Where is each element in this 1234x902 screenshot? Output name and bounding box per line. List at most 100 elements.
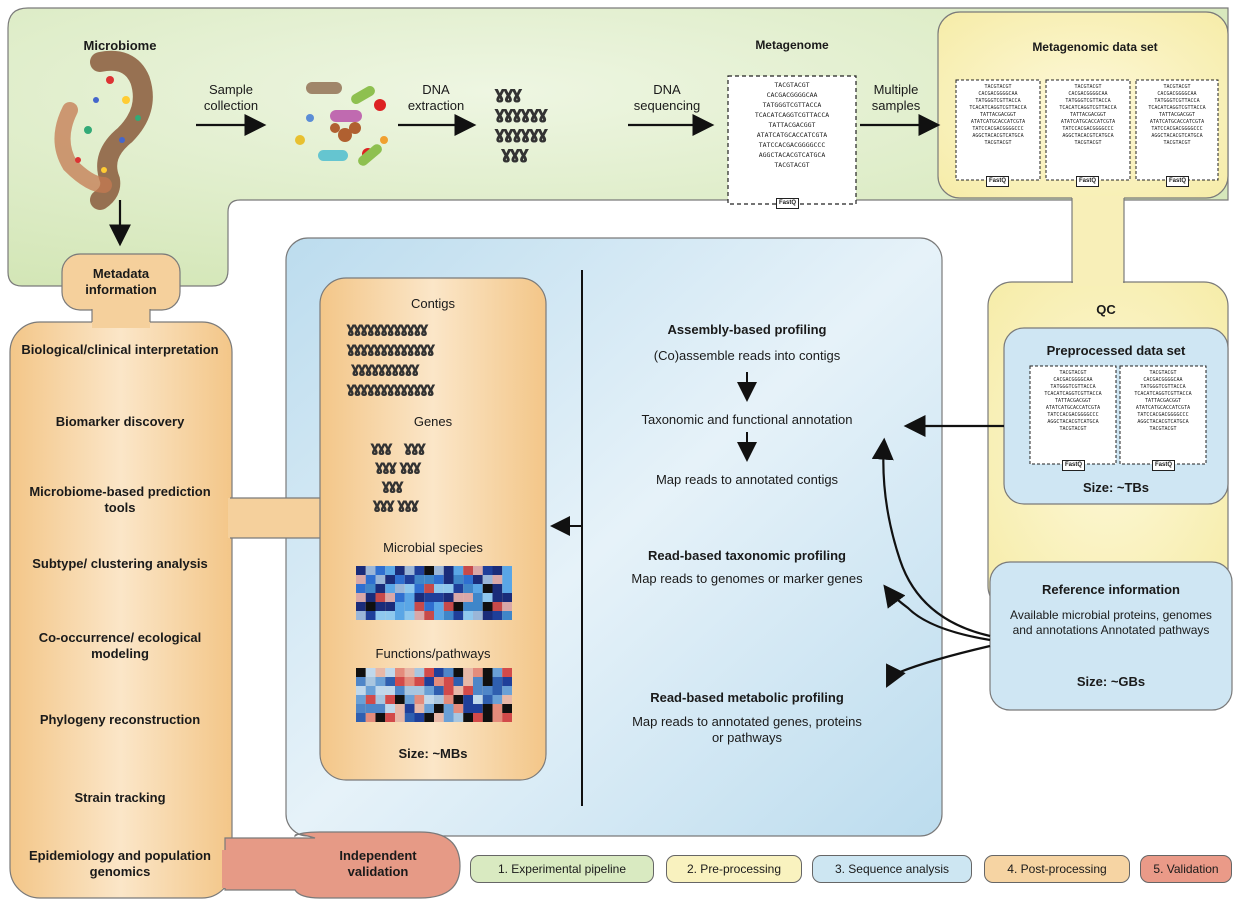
heatmap-cell xyxy=(395,668,405,677)
heatmap-cell xyxy=(414,575,425,584)
heatmap-cell xyxy=(404,575,415,584)
heatmap-cell xyxy=(385,602,395,611)
heatmap-cell xyxy=(434,566,444,575)
heatmap-cell xyxy=(356,602,366,611)
heatmap-cell xyxy=(404,566,415,575)
experimental-region xyxy=(7,7,1229,287)
heatmap-cell xyxy=(385,686,395,695)
read-line: AGGCTACACGTCATGCA xyxy=(972,133,1024,139)
heatmap-cell xyxy=(434,602,444,611)
heatmap-cell xyxy=(414,677,425,686)
qc-label: QC xyxy=(1096,302,1116,317)
heatmap-cell xyxy=(424,668,434,677)
read-line: ATATCATGCACCATCGTA xyxy=(1045,405,1101,411)
heatmap-cell xyxy=(434,593,444,602)
heatmap-cell xyxy=(434,686,444,695)
multiple-samples-label: Multiple samples xyxy=(871,82,921,114)
read-line: TACGTACGT xyxy=(984,84,1012,90)
heatmap-cell xyxy=(443,575,454,584)
heatmap-cell xyxy=(473,611,483,620)
heatmap-cell xyxy=(365,695,376,704)
heatmap-cell xyxy=(492,566,503,575)
heatmap-cell xyxy=(453,677,464,686)
heatmap-cell xyxy=(453,566,464,575)
heatmap-cell xyxy=(453,695,464,704)
species-heatmap xyxy=(356,566,512,620)
heatmap-cell xyxy=(482,668,493,677)
heatmap-cell xyxy=(463,713,473,722)
read-line: TCACATCAGGTCGTTACCA xyxy=(1044,391,1102,397)
heatmap-cell xyxy=(424,704,434,713)
read-line: TACGTACGT xyxy=(984,140,1012,146)
heatmap-cell xyxy=(365,677,376,686)
read-line: ATATCATGCACCATCGTA xyxy=(1135,405,1191,411)
heatmap-cell xyxy=(365,602,376,611)
heatmap-cell xyxy=(365,704,376,713)
reference-desc: Available microbial proteins, genomes an… xyxy=(1010,608,1212,637)
heatmap-cell xyxy=(473,602,483,611)
left-item-2: Biomarker discovery xyxy=(55,414,185,429)
heatmap-cell xyxy=(404,668,415,677)
read-line: TACGTACGT xyxy=(1074,140,1102,146)
read-line: TATGGGTCGTTACCA xyxy=(1154,98,1200,104)
heatmap-cell xyxy=(404,713,415,722)
heatmap-cell xyxy=(356,575,366,584)
genes-label: Genes xyxy=(413,414,453,429)
metabolic-title: Read-based metabolic profiling xyxy=(650,690,844,705)
heatmap-cell xyxy=(375,677,386,686)
read-line: TATGGGTCGTTACCA xyxy=(975,98,1021,104)
heatmap-cell xyxy=(434,695,444,704)
heatmap-cell xyxy=(385,713,395,722)
heatmap-cell xyxy=(492,695,503,704)
heatmap-cell xyxy=(385,566,395,575)
heatmap-cell xyxy=(375,575,386,584)
heatmap-cell xyxy=(443,602,454,611)
heatmap-cell xyxy=(492,686,503,695)
read-line: TATCCACGACGGGGCCC xyxy=(1062,126,1114,132)
gut-illustration xyxy=(54,50,153,210)
heatmap-cell xyxy=(404,584,415,593)
heatmap-cell xyxy=(356,611,366,620)
heatmap-cell xyxy=(375,611,386,620)
legend-preprocessing: 2. Pre-processing xyxy=(666,855,802,883)
heatmap-cell xyxy=(482,704,493,713)
heatmap-cell xyxy=(404,686,415,695)
microbial-species-label: Microbial species xyxy=(383,540,483,555)
heatmap-cell xyxy=(434,575,444,584)
preprocessed-data-set-label: Preprocessed data set xyxy=(1046,343,1186,358)
heatmap-cell xyxy=(482,602,493,611)
heatmap-cell xyxy=(414,602,425,611)
heatmap-cell xyxy=(453,602,464,611)
assembly-step1: (Co)assemble reads into contigs xyxy=(653,348,841,363)
read-line: AGGCTACACGTCATGCA xyxy=(1062,133,1114,139)
heatmap-cell xyxy=(395,704,405,713)
fastq-tag: FastQ xyxy=(1062,460,1086,471)
taxonomic-desc: Map reads to genomes or marker genes xyxy=(631,571,863,586)
read-line: TATTACGACGGT xyxy=(1054,398,1092,404)
read-line: TATTACGACGGT xyxy=(768,121,816,129)
read-line: TACGTACGT xyxy=(1059,370,1087,376)
heatmap-cell xyxy=(375,593,386,602)
assembly-step3: Map reads to annotated contigs xyxy=(655,472,839,487)
read-line: CACGACGGGGCAA xyxy=(1143,377,1183,383)
fastq-tag: FastQ xyxy=(1166,176,1190,187)
heatmap-cell xyxy=(424,566,434,575)
heatmap-cell xyxy=(375,713,386,722)
fastq-tag: FastQ xyxy=(1152,460,1176,471)
heatmap-cell xyxy=(365,584,376,593)
heatmap-cell xyxy=(414,584,425,593)
read-line: TACGTACGT xyxy=(1074,84,1102,90)
heatmap-cell xyxy=(395,593,405,602)
heatmap-cell xyxy=(404,677,415,686)
legend-postprocessing: 4. Post-processing xyxy=(984,855,1130,883)
read-line: TACGTACGT xyxy=(1163,140,1191,146)
heatmap-cell xyxy=(385,695,395,704)
heatmap-cell xyxy=(463,584,473,593)
heatmap-cell xyxy=(424,713,434,722)
heatmap-cell xyxy=(492,575,503,584)
heatmap-cell xyxy=(502,575,512,584)
fastq-tag: FastQ xyxy=(986,176,1010,187)
